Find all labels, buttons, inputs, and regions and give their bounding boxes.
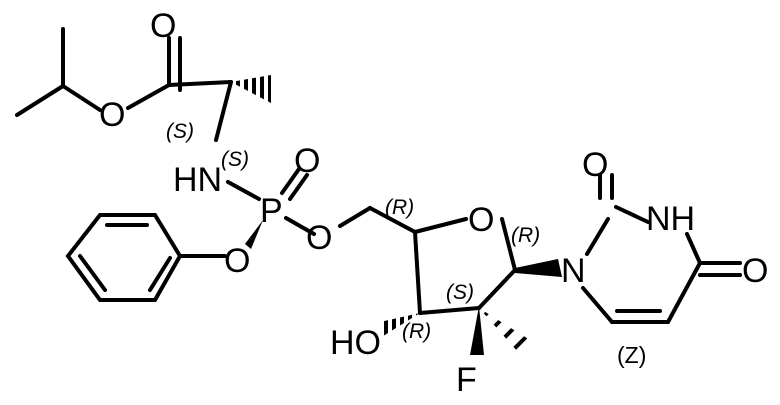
methylene-linker: [338, 206, 417, 234]
uracil-n3h: NH: [646, 200, 695, 238]
wedge-bond-phenoxy: [245, 220, 263, 249]
uracil-ring: [581, 173, 742, 324]
phosphorus-atom: P: [260, 192, 283, 230]
phenoxy-oxygen: O: [224, 242, 250, 280]
hashed-methyl-bond: [236, 75, 271, 103]
ring-oxygen: O: [468, 201, 494, 239]
stereo-label-c1: (R): [511, 224, 540, 247]
ester-bonds: [126, 36, 233, 110]
phenyl-ring: [65, 213, 227, 302]
hydroxyl-group: HO: [330, 324, 381, 362]
fluorine-atom: F: [456, 361, 477, 399]
stereo-label-phosphorus: (S): [221, 148, 249, 171]
stereo-label-alanine: (S): [166, 120, 194, 143]
phosphate-ester-oxygen: O: [306, 219, 332, 257]
ester-oxygen: O: [99, 96, 125, 134]
stereo-label-c4: (R): [385, 196, 414, 219]
amide-nitrogen: HN: [173, 161, 222, 199]
stereo-label-c2: (S): [446, 281, 474, 304]
uracil-c4-oxygen: O: [742, 252, 768, 290]
uracil-c2-oxygen: O: [582, 146, 608, 184]
z-double-bond-label: (Z): [617, 342, 646, 368]
wedge-bond-fluorine: [470, 306, 484, 355]
phosphoramidate-bonds: [226, 167, 316, 249]
isopropyl-group: [15, 27, 102, 117]
furanose-ring: [413, 217, 562, 315]
phosphoryl-oxygen: O: [294, 142, 320, 180]
stereo-label-c3: (R): [402, 320, 431, 343]
wedge-bond-n1: [515, 259, 562, 277]
c2-substituents: [470, 306, 530, 355]
carbonyl-oxygen: O: [150, 7, 176, 45]
hashed-methyl-c2: [479, 308, 530, 352]
uracil-n1: N: [561, 252, 586, 290]
